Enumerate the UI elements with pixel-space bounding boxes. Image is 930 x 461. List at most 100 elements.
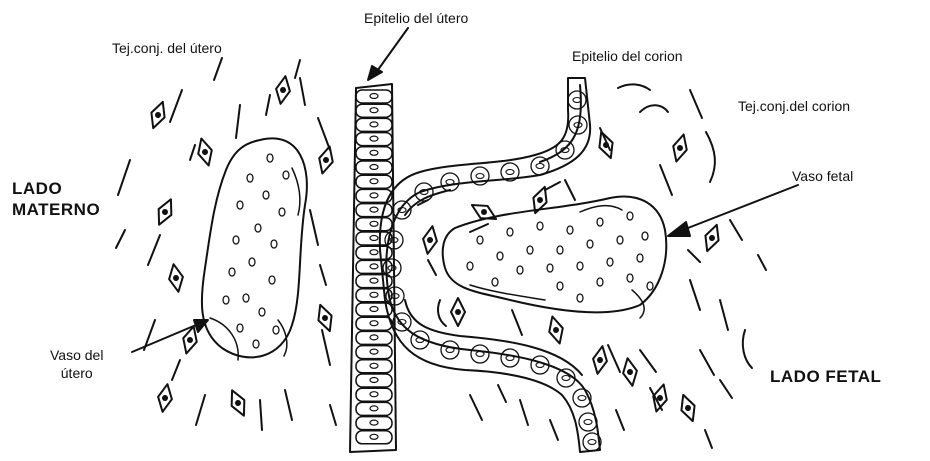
chorion-connective-tissue — [470, 84, 766, 448]
uterine-epithelium-nucleus — [370, 335, 378, 340]
fetal-blood-cell — [637, 254, 643, 262]
fetal-vessel-blood-cells — [467, 212, 653, 302]
fetal-blood-cell — [627, 274, 633, 282]
leader-epitelio-utero — [368, 28, 408, 80]
uterine-vessel — [202, 138, 307, 360]
chorion-epithelium-cell — [568, 91, 586, 109]
uterine-blood-cell — [249, 258, 255, 266]
chorion-cell — [621, 357, 640, 387]
chorion-epithelium-nucleus — [584, 420, 592, 425]
chorion-epithelium-nucleus — [446, 348, 454, 353]
fetal-blood-cell — [577, 262, 583, 270]
uterine-epithelium-nucleus — [370, 193, 378, 198]
chorion-cell — [595, 129, 618, 160]
uterine-epithelium-cell — [356, 204, 392, 217]
maternal-cell — [153, 196, 178, 227]
uterine-epithelium-cell — [356, 431, 392, 444]
fetal-blood-cell — [517, 266, 523, 274]
uterine-epithelium-cell — [356, 175, 392, 188]
chorion-epithelium-nucleus — [476, 352, 484, 357]
maternal-cell — [156, 383, 175, 413]
chorion-epithelium-cell — [441, 173, 459, 191]
chorion-epithelium-nucleus — [578, 396, 586, 401]
uterine-epithelium-nucleus — [370, 307, 378, 312]
chorion-epithelium-cell — [471, 345, 489, 363]
label-lado-materno-line1: LADO — [12, 178, 100, 199]
label-vaso-fetal: Vaso fetal — [792, 168, 853, 184]
uterine-blood-cell — [273, 326, 279, 334]
uterine-blood-cell — [255, 224, 261, 232]
uterine-epithelium-cell — [356, 218, 392, 231]
leader-vaso-utero — [132, 320, 208, 352]
uterine-epithelium-cell — [356, 118, 392, 131]
fetal-blood-cell — [557, 282, 563, 290]
label-tej-conj-corion: Tej.conj.del corion — [738, 98, 850, 114]
fetal-blood-cell — [577, 294, 583, 302]
chorion-connective-cells — [421, 129, 724, 423]
uterine-epithelium-nucleus — [370, 292, 378, 297]
label-tej-conj-utero: Tej.conj. del útero — [112, 40, 222, 56]
fetal-blood-cell — [627, 212, 633, 220]
label-epitelio-corion: Epitelio del corion — [572, 48, 683, 64]
label-lado-materno: LADO MATERNO — [12, 178, 100, 220]
uterine-epithelium-nucleus — [370, 264, 378, 269]
uterine-epithelium-nucleus — [370, 122, 378, 127]
fetal-blood-cell — [547, 264, 553, 272]
chorion-epithelium — [380, 78, 600, 452]
leader-vaso-fetal — [668, 185, 798, 236]
chorion-cell — [670, 133, 691, 164]
uterine-epithelium-nucleus — [370, 179, 378, 184]
uterine-blood-cell — [229, 268, 235, 276]
chorion-cell — [701, 222, 724, 253]
chorion-cell — [591, 345, 610, 375]
uterine-epithelium-cell — [356, 133, 392, 146]
uterine-blood-cell — [269, 276, 275, 284]
chorion-epithelium-cell — [501, 349, 519, 367]
maternal-cell — [314, 302, 337, 333]
uterine-epithelium-cell — [356, 90, 392, 103]
chorion-epithelium-cell — [393, 313, 411, 331]
uterine-epithelium-cell — [356, 317, 392, 330]
chorion-epithelium-nucleus — [588, 440, 596, 445]
uterine-epithelium-nucleus — [370, 278, 378, 283]
fetal-blood-cell — [642, 232, 648, 240]
label-lado-materno-line2: MATERNO — [12, 199, 100, 220]
chorion-epithelium-nucleus — [506, 170, 514, 175]
uterine-blood-cell — [223, 296, 229, 304]
uterine-blood-cell — [279, 208, 285, 216]
uterine-blood-cell — [271, 240, 277, 248]
chorion-epithelium-cell — [556, 141, 574, 159]
maternal-cell — [226, 387, 251, 418]
maternal-connective-tissue — [116, 58, 336, 430]
label-vaso-utero-line1: Vaso del — [50, 346, 103, 364]
uterine-epithelium-cell — [356, 360, 392, 373]
label-lado-fetal: LADO FETAL — [770, 366, 881, 387]
fetal-blood-cell — [507, 228, 513, 236]
chorion-cell — [677, 392, 700, 423]
fetal-blood-cell — [597, 218, 603, 226]
uterine-epithelium-nucleus — [370, 363, 378, 368]
fetal-blood-cell — [567, 226, 573, 234]
uterine-epithelium-nucleus — [370, 236, 378, 241]
uterine-epithelium-nucleus — [370, 207, 378, 212]
chorion-cell — [546, 315, 567, 346]
maternal-connective-cells — [147, 75, 337, 419]
uterine-epithelium-nucleus — [370, 321, 378, 326]
maternal-cell — [167, 263, 186, 293]
chorion-epithelium-cell — [531, 157, 549, 175]
fetal-blood-cell — [467, 262, 473, 270]
chorion-inner-fibers — [418, 182, 560, 335]
fetal-blood-cell — [587, 240, 593, 248]
fetal-blood-cell — [557, 246, 563, 254]
uterine-epithelium-nucleus — [370, 94, 378, 99]
label-vaso-utero-line2: útero — [50, 364, 103, 382]
uterine-epithelium-cell — [356, 161, 392, 174]
uterine-epithelium-nucleus — [370, 349, 378, 354]
maternal-cell — [274, 75, 293, 105]
maternal-cell — [147, 99, 170, 130]
chorion-epithelium-cell — [441, 341, 459, 359]
chorion-epithelium-cell — [579, 413, 597, 431]
fetal-blood-cell — [477, 236, 483, 244]
chorion-cell — [451, 298, 465, 326]
label-epitelio-utero: Epitelio del útero — [364, 10, 468, 26]
